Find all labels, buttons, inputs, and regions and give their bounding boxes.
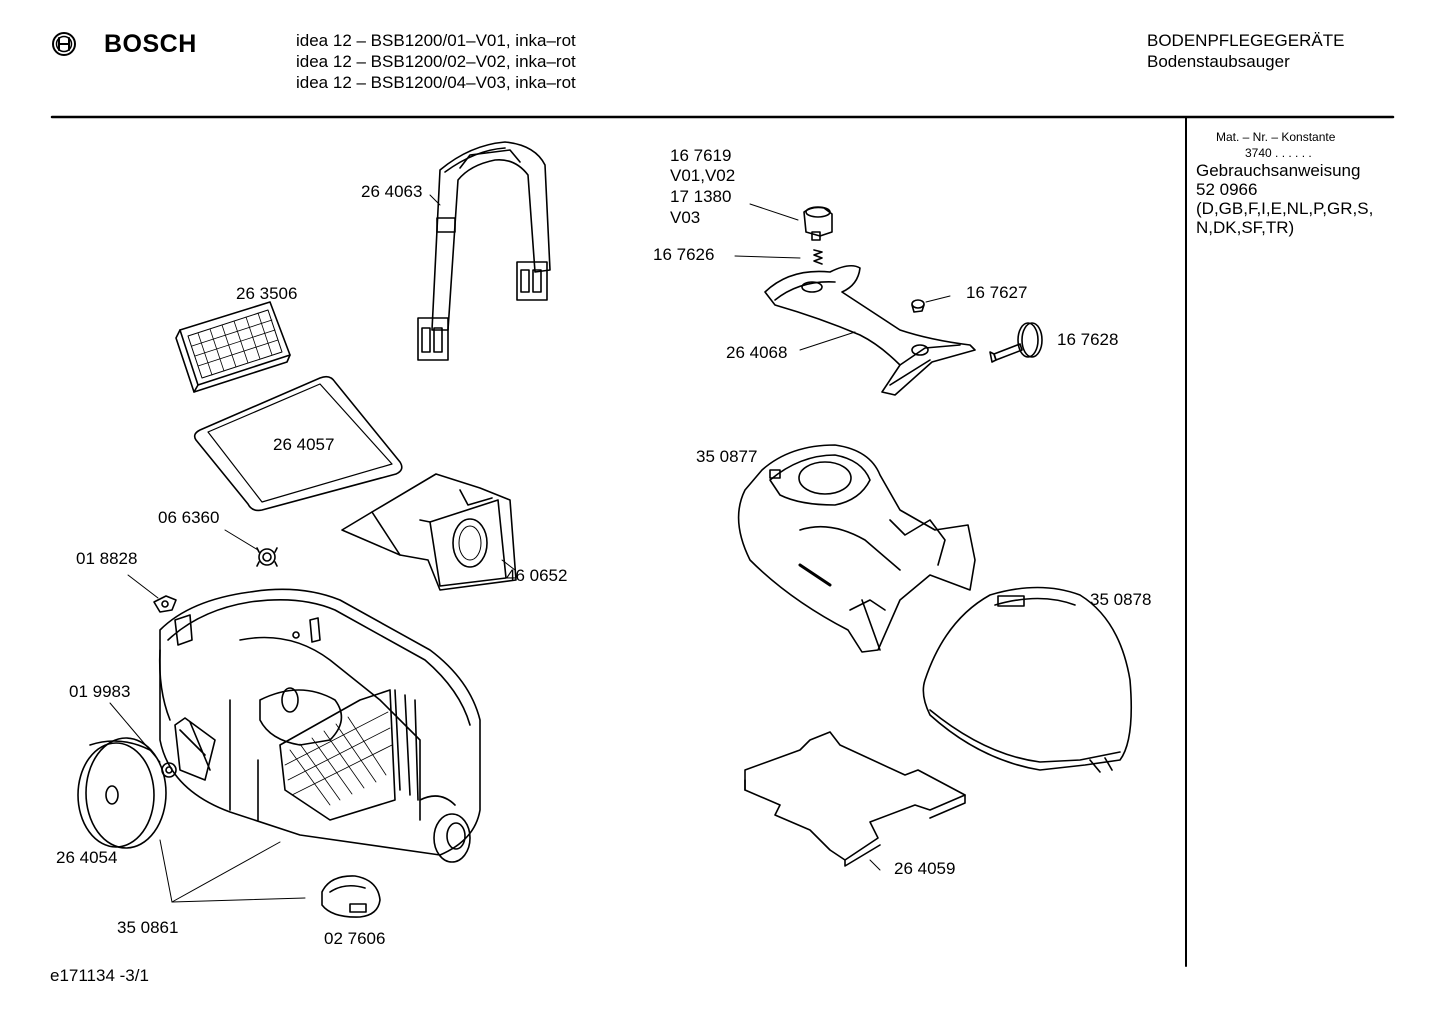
dust-bag-part [341,473,517,591]
model-line-1: idea 12 – BSB1200/01–V01, inka–rot [296,31,576,50]
screw-part [911,299,925,313]
part-label-018828: 01 8828 [76,549,138,568]
wheel-part [77,737,167,849]
part-label-027606: 02 7606 [324,929,386,948]
part-label-019983: 01 9983 [69,682,131,701]
leader-264063 [429,194,441,206]
part-label-264063: 26 4063 [361,182,423,201]
manual-languages-1: (D,GB,F,I,E,NL,P,GR,S, [1196,199,1374,218]
filter-cassette-part [175,301,291,393]
roller-shaft-part [989,322,1043,363]
leader-264068 [799,331,856,351]
manual-block: Gebrauchsanweisung 52 0966 (D,GB,F,I,E,N… [1196,161,1373,237]
knob-part [803,206,833,241]
leader-066360 [224,529,259,551]
leader-019983 [109,702,161,763]
category-title: BODENPFLEGEGERÄTE [1147,31,1345,50]
part-label-263506: 26 3506 [236,284,298,303]
mat-nr-value: 3740 . . . . . . [1245,146,1312,160]
lower-cover-part [922,586,1133,773]
manual-title: Gebrauchsanweisung [1196,161,1361,180]
seal-frame-part [193,375,403,512]
model-line-3: idea 12 – BSB1200/04–V03, inka–rot [296,73,576,92]
mat-nr-title: Mat. – Nr. – Konstante [1216,130,1336,144]
category-subtitle: Bodenstaubsauger [1147,52,1290,71]
gear-part [256,547,278,567]
part-label-066360: 06 6360 [158,508,220,527]
part-label-264054: 26 4054 [56,848,118,867]
part-label-350861: 35 0861 [117,918,179,937]
leader-167627 [925,295,951,303]
part-label-460652: 46 0652 [506,566,568,585]
brand-name: BOSCH [104,30,197,58]
drawing-code: e171134 -3/1 [50,966,149,985]
leader-018828 [127,574,159,599]
model-line-2: idea 12 – BSB1200/02–V02, inka–rot [296,52,576,71]
handle-cover-part [764,264,976,396]
upper-cover-part [737,444,976,653]
grommet-part [153,595,177,613]
leader-167626 [734,255,801,259]
leader-460652 [501,559,516,571]
part-label-171380: 17 1380 [670,187,732,206]
part-label-264057: 26 4057 [273,435,335,454]
variant-label-v0102: V01,V02 [670,166,736,185]
model-list: idea 12 – BSB1200/01–V01, inka–rot idea … [296,30,576,93]
variant-label-v03: V03 [670,208,701,227]
part-label-167627: 16 7627 [966,283,1028,302]
carry-strap-part [417,141,551,361]
leaders-350861 [159,839,306,903]
manual-languages-2: N,DK,SF,TR) [1196,218,1295,237]
main-housing-part [158,588,481,863]
category-block: BODENPFLEGEGERÄTE Bodenstaubsauger [1147,30,1344,72]
bosch-logo-icon [52,32,76,56]
leader-264059 [869,859,881,871]
bumper-ring-part [321,875,381,918]
part-label-264059: 26 4059 [894,859,956,878]
part-label-167628: 16 7628 [1057,330,1119,349]
part-label-264068: 26 4068 [726,343,788,362]
manual-number: 52 0966 [1196,180,1258,199]
part-label-350878: 35 0878 [1090,590,1152,609]
spring-part [813,249,823,265]
leader-167619 [749,203,799,221]
filter-pad-part [744,731,966,867]
part-label-350877: 35 0877 [696,447,758,466]
part-label-167626: 16 7626 [653,245,715,264]
part-label-167619: 16 7619 [670,146,732,165]
